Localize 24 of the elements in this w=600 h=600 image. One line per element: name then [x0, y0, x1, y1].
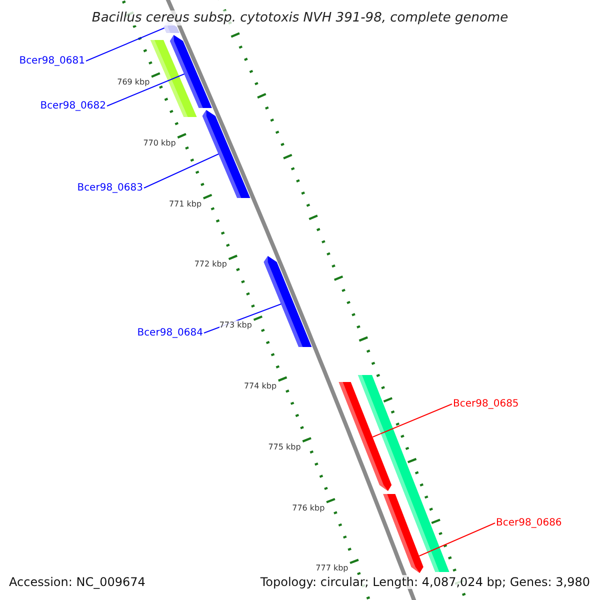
gene-label: Bcer98_0685 [453, 398, 519, 410]
accession-note: Accession: NC_009674 [9, 575, 146, 589]
leader-line [106, 74, 185, 106]
map-title: Bacillus cereus subsp. cytotoxis NVH 391-98, complete genome [90, 10, 510, 26]
scale-label: 770 kbp [143, 138, 176, 148]
scale-label: 774 kbp [244, 382, 277, 390]
gene-feature [383, 494, 424, 573]
gene-label: Bcer98_0681 [19, 56, 85, 66]
leader-line [418, 522, 496, 556]
scale-label: 775 kbp [268, 442, 301, 452]
gene-feature [150, 40, 197, 117]
gene-label: Bcer98_0682 [40, 100, 106, 112]
gene-label: Bcer98_0683 [77, 182, 143, 194]
leader-line [144, 154, 220, 188]
scale-label: 772 kbp [194, 260, 227, 269]
genome-summary: Topology: circular; Length: 4,087,024 bp; Genes: 3,980 [260, 575, 590, 589]
leader-line [86, 28, 165, 62]
gene-feature [202, 110, 250, 198]
gene-feature [264, 256, 312, 347]
scale-label: 776 kbp [292, 503, 325, 512]
gene-label: Bcer98_0684 [137, 328, 203, 338]
gene-feature [338, 382, 392, 491]
leader-line [372, 404, 452, 438]
gene-label: Bcer98_0686 [496, 518, 562, 528]
